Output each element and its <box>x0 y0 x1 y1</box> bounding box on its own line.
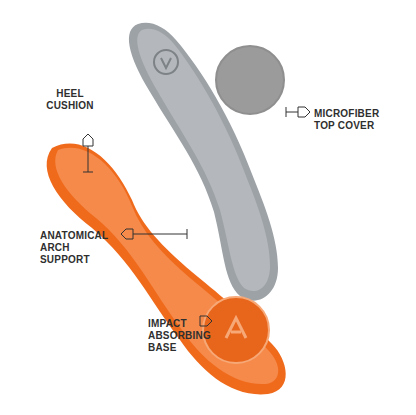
callout-leader <box>121 229 187 239</box>
callout-marker <box>298 107 310 117</box>
part-label: MICROFIBER TOP COVER <box>314 108 384 132</box>
leader-line <box>133 229 187 239</box>
callout-leader <box>200 316 212 326</box>
microfiber-detail <box>214 44 286 116</box>
brand-logo <box>154 50 178 74</box>
microfiber-texture <box>217 47 283 113</box>
leader-line <box>286 107 298 117</box>
callout-marker <box>200 316 212 326</box>
brand-logo-mark <box>161 58 171 68</box>
impact-base-detail <box>203 297 269 363</box>
leader-line <box>83 146 93 172</box>
callout-leader <box>83 134 93 172</box>
part-label: HEEL CUSHION <box>40 88 100 112</box>
part-label: IMPACT ABSORBING BASE <box>148 318 204 354</box>
callout-marker <box>83 134 93 146</box>
callout-leader <box>286 107 310 117</box>
callout-marker <box>121 229 133 239</box>
part-label: ANATOMICAL ARCH SUPPORT <box>40 230 120 266</box>
impact-base-logo <box>226 318 246 338</box>
